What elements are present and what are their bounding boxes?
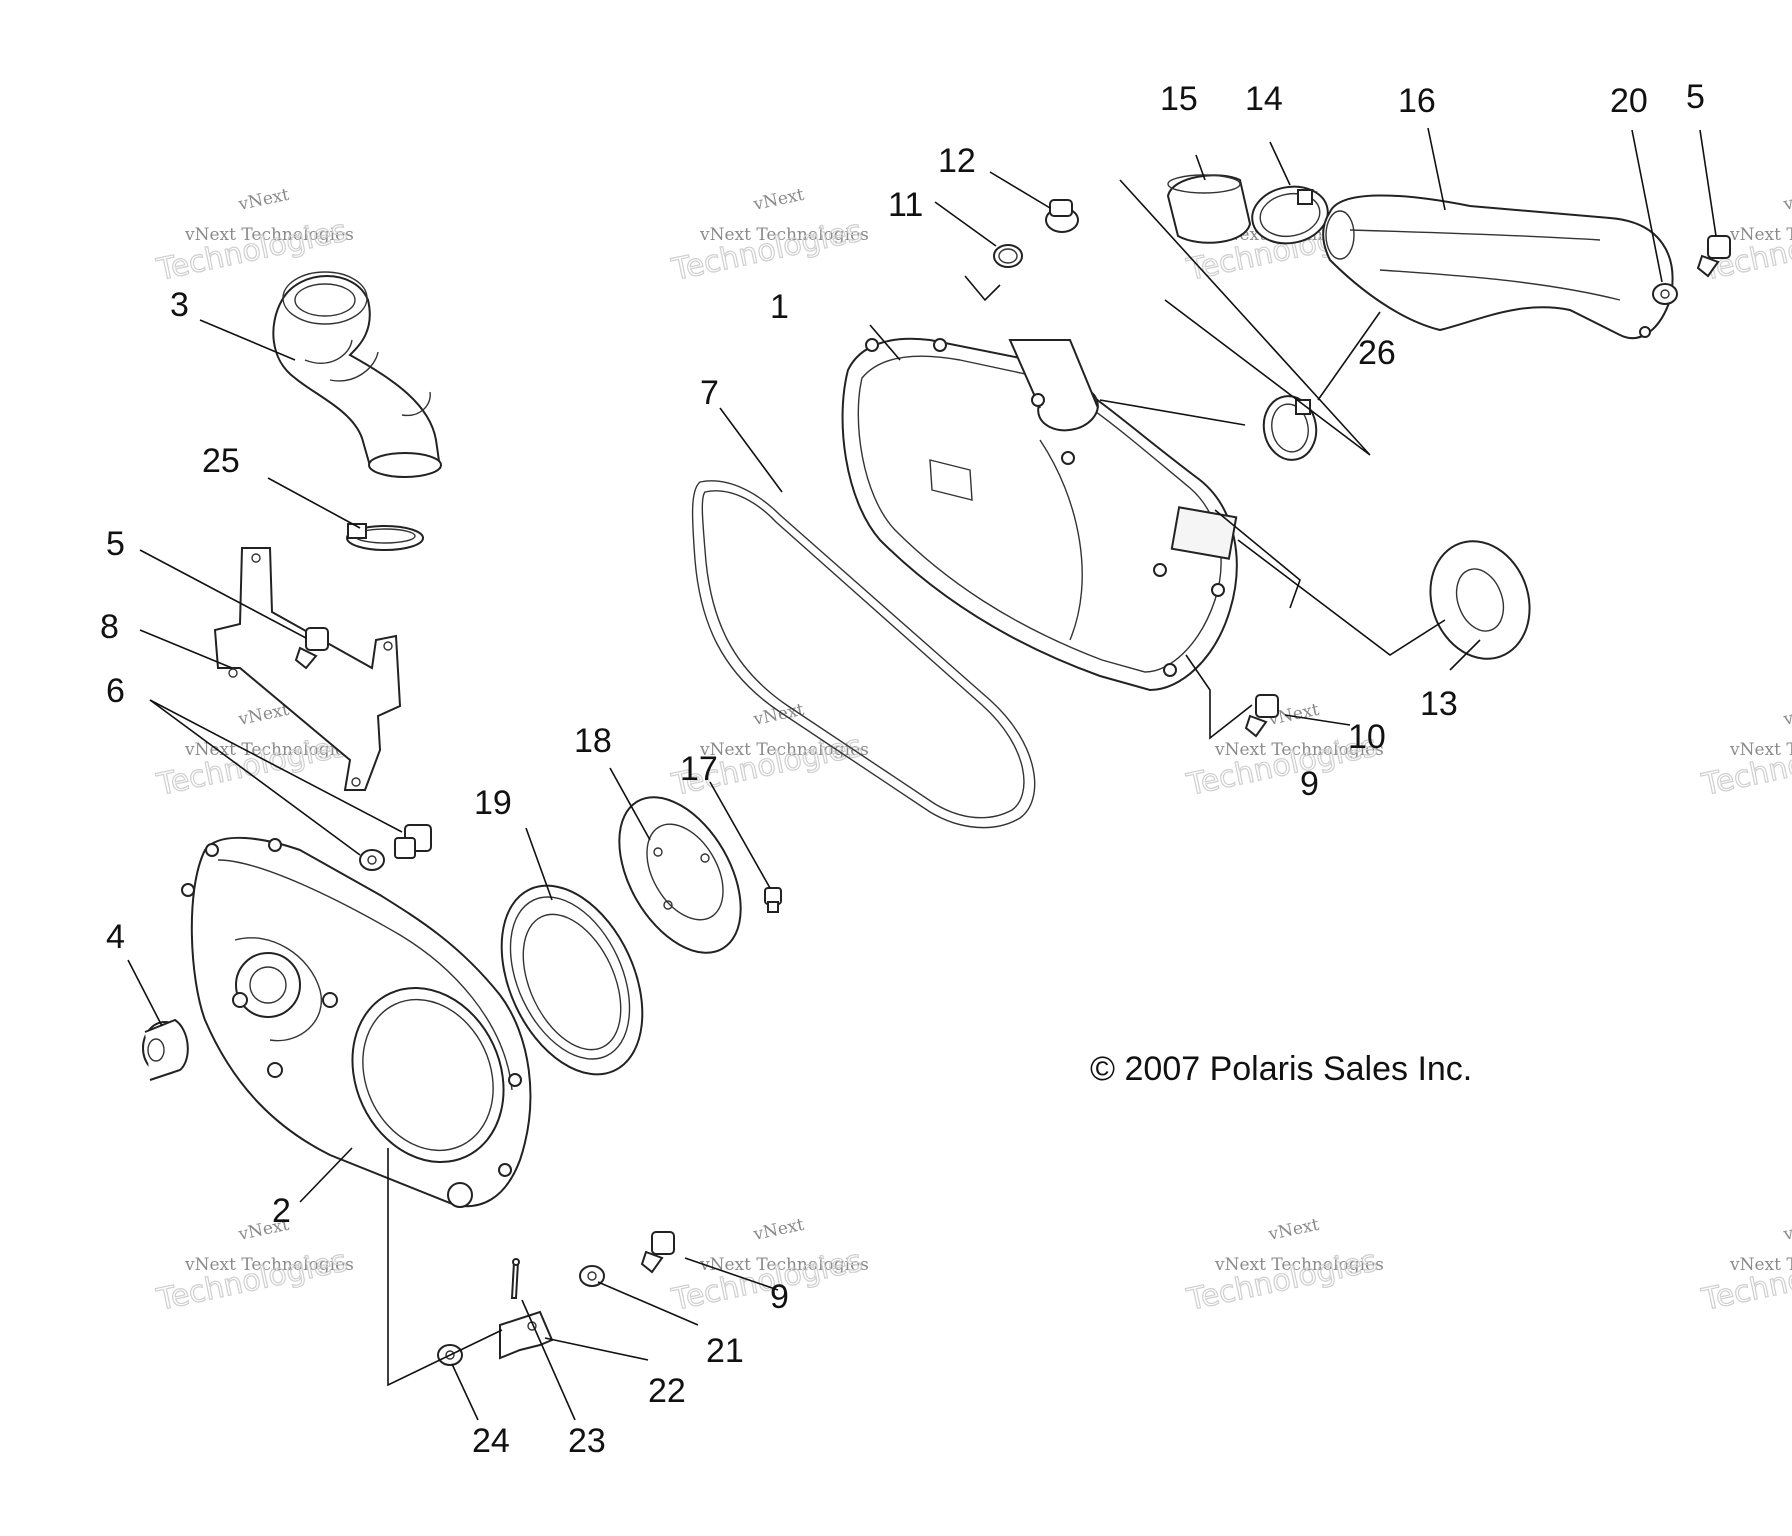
exhaust-duct-part[interactable] xyxy=(1322,194,1674,340)
leader-lines xyxy=(127,127,1717,1421)
watermark: vNext vNext Technologies Technologies xyxy=(153,700,354,804)
callout-24: 24 xyxy=(472,1422,510,1460)
watermark: vNext vNext Technologies Technologies xyxy=(1698,700,1792,804)
callout-5-right: 5 xyxy=(1686,78,1705,116)
cover-plate-part[interactable] xyxy=(594,776,766,973)
svg-text:vNext Technologies: vNext Technologies xyxy=(184,1255,354,1275)
callout-19: 19 xyxy=(474,784,512,822)
svg-text:vNext Technologies: vNext Technologies xyxy=(699,225,869,245)
callout-26: 26 xyxy=(1358,334,1396,372)
svg-text:vNext Technologies: vNext Technologies xyxy=(699,740,869,760)
copyright-notice: © 2007 Polaris Sales Inc. xyxy=(1090,1050,1472,1088)
bolt-part[interactable] xyxy=(294,627,329,670)
callout-17: 17 xyxy=(680,750,718,788)
callout-14: 14 xyxy=(1245,80,1283,118)
washer-part[interactable] xyxy=(579,1265,605,1287)
svg-text:vNext: vNext xyxy=(236,185,291,215)
svg-text:vNext: vNext xyxy=(1781,1215,1792,1245)
callout-6: 6 xyxy=(106,672,125,710)
small-bracket-part[interactable] xyxy=(499,1310,554,1360)
screw-part[interactable] xyxy=(764,887,782,913)
svg-text:vNext Technologies: vNext Technologies xyxy=(1729,740,1792,760)
callout-2: 2 xyxy=(272,1192,291,1230)
watermark: vNext vNext Technologies Technologies xyxy=(1183,1215,1384,1319)
spacer-part[interactable] xyxy=(142,1018,189,1081)
drain-plug-part[interactable] xyxy=(1045,199,1079,233)
callout-15: 15 xyxy=(1160,80,1198,118)
washer-part[interactable] xyxy=(1652,283,1678,305)
washer-part[interactable] xyxy=(359,849,385,871)
duct-sleeve-part[interactable] xyxy=(1166,174,1252,244)
callout-21: 21 xyxy=(706,1332,744,1370)
callout-22: 22 xyxy=(648,1372,686,1410)
callout-20: 20 xyxy=(1610,82,1648,120)
callout-10: 10 xyxy=(1348,718,1386,756)
clamp-part[interactable] xyxy=(1248,181,1333,249)
callout-25: 25 xyxy=(202,442,240,480)
svg-text:vNext: vNext xyxy=(1781,700,1792,730)
svg-text:vNext Technologies: vNext Technologies xyxy=(1214,1255,1384,1275)
svg-text:vNext Technologies: vNext Technologies xyxy=(184,225,354,245)
svg-text:vNext: vNext xyxy=(1781,185,1792,215)
callout-1: 1 xyxy=(770,288,789,326)
mounting-bracket-part[interactable] xyxy=(213,547,402,791)
svg-text:vNext Technologies: vNext Technologies xyxy=(184,740,354,760)
svg-text:vNext: vNext xyxy=(751,185,806,215)
pin-part[interactable] xyxy=(510,1258,520,1299)
seal-ring-part[interactable] xyxy=(474,863,671,1097)
callout-3: 3 xyxy=(170,286,189,324)
bolt-part[interactable] xyxy=(394,824,432,859)
hose-clamp-part[interactable] xyxy=(346,523,424,551)
svg-text:vNext Technologies: vNext Technologies xyxy=(699,1255,869,1275)
gasket-part[interactable] xyxy=(1414,527,1545,673)
watermark: vNext vNext Technologies Technologies xyxy=(668,1215,869,1319)
bolt-part[interactable] xyxy=(1696,235,1731,278)
bolt-part[interactable] xyxy=(640,1231,675,1274)
svg-text:vNext Technologies: vNext Technologies xyxy=(1729,1255,1792,1275)
outer-clutch-cover-part[interactable] xyxy=(181,836,532,1208)
inner-clutch-cover-part[interactable] xyxy=(841,337,1238,692)
svg-text:vNext: vNext xyxy=(1266,1215,1321,1245)
svg-text:vNext: vNext xyxy=(751,1215,806,1245)
watermark: vNext vNext Technologies Technologies xyxy=(668,185,869,289)
callout-4: 4 xyxy=(106,918,125,956)
callout-8: 8 xyxy=(100,608,119,646)
callout-12: 12 xyxy=(938,142,976,180)
watermark: vNext vNext Technologies Technologies xyxy=(1698,1215,1792,1319)
bolt-part[interactable] xyxy=(1244,694,1279,738)
callout-13: 13 xyxy=(1420,685,1458,723)
clamp-part[interactable] xyxy=(1259,392,1321,464)
callout-labels: 1 2 3 4 5 5 6 7 8 9 9 10 11 12 13 14 15 … xyxy=(100,78,1705,1460)
callout-7: 7 xyxy=(700,374,719,412)
callout-9-bottom: 9 xyxy=(770,1278,789,1316)
callout-5-left: 5 xyxy=(106,525,125,563)
callout-18: 18 xyxy=(574,722,612,760)
svg-text:vNext Technologies: vNext Technologies xyxy=(1729,225,1792,245)
gasket-ring-part[interactable] xyxy=(993,244,1023,268)
watermark: vNext vNext Technologies Technologies xyxy=(153,1215,354,1319)
drive-belt-part[interactable] xyxy=(691,480,1036,829)
callout-16: 16 xyxy=(1398,82,1436,120)
callout-11: 11 xyxy=(888,186,923,224)
callout-9-right: 9 xyxy=(1300,765,1319,803)
watermark: vNext vNext Technologies Technologies xyxy=(1183,700,1384,804)
callout-23: 23 xyxy=(568,1422,606,1460)
svg-text:vNext Technologies: vNext Technologies xyxy=(1214,740,1384,760)
svg-text:vNext: vNext xyxy=(751,700,806,730)
intake-duct-part[interactable] xyxy=(272,271,442,478)
